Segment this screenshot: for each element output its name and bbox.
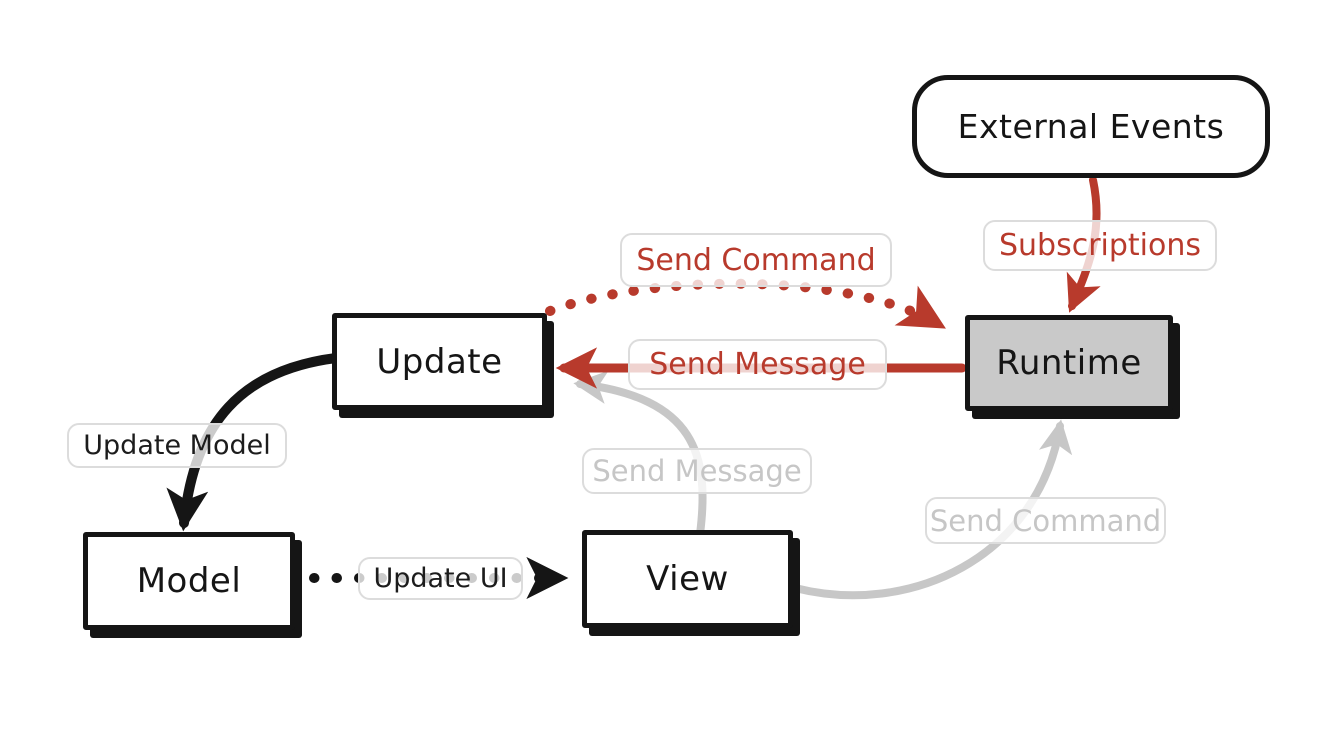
edge-label-subscriptions: Subscriptions bbox=[983, 220, 1217, 271]
edge-label-update-ui: Update UI bbox=[358, 557, 523, 600]
node-update: Update bbox=[332, 313, 547, 410]
node-view: View bbox=[582, 530, 793, 628]
arrow-send-command-update-to-runtime bbox=[545, 278, 946, 329]
edge-label-update-model: Update Model bbox=[67, 423, 287, 468]
edge-label-send-message-gray: Send Message bbox=[582, 448, 812, 494]
node-external-events: External Events bbox=[912, 75, 1270, 178]
edge-label-send-message-red: Send Message bbox=[628, 339, 887, 390]
edge-label-send-command-gray: Send Command bbox=[925, 497, 1166, 544]
arrow-send-message-view-to-update bbox=[573, 370, 707, 538]
arrow-send-command-view-to-runtime bbox=[791, 419, 1073, 600]
edge-label-send-command-red: Send Command bbox=[620, 233, 892, 287]
node-runtime: Runtime bbox=[965, 315, 1173, 411]
arrow-update-model bbox=[166, 353, 341, 532]
node-model: Model bbox=[83, 532, 295, 630]
